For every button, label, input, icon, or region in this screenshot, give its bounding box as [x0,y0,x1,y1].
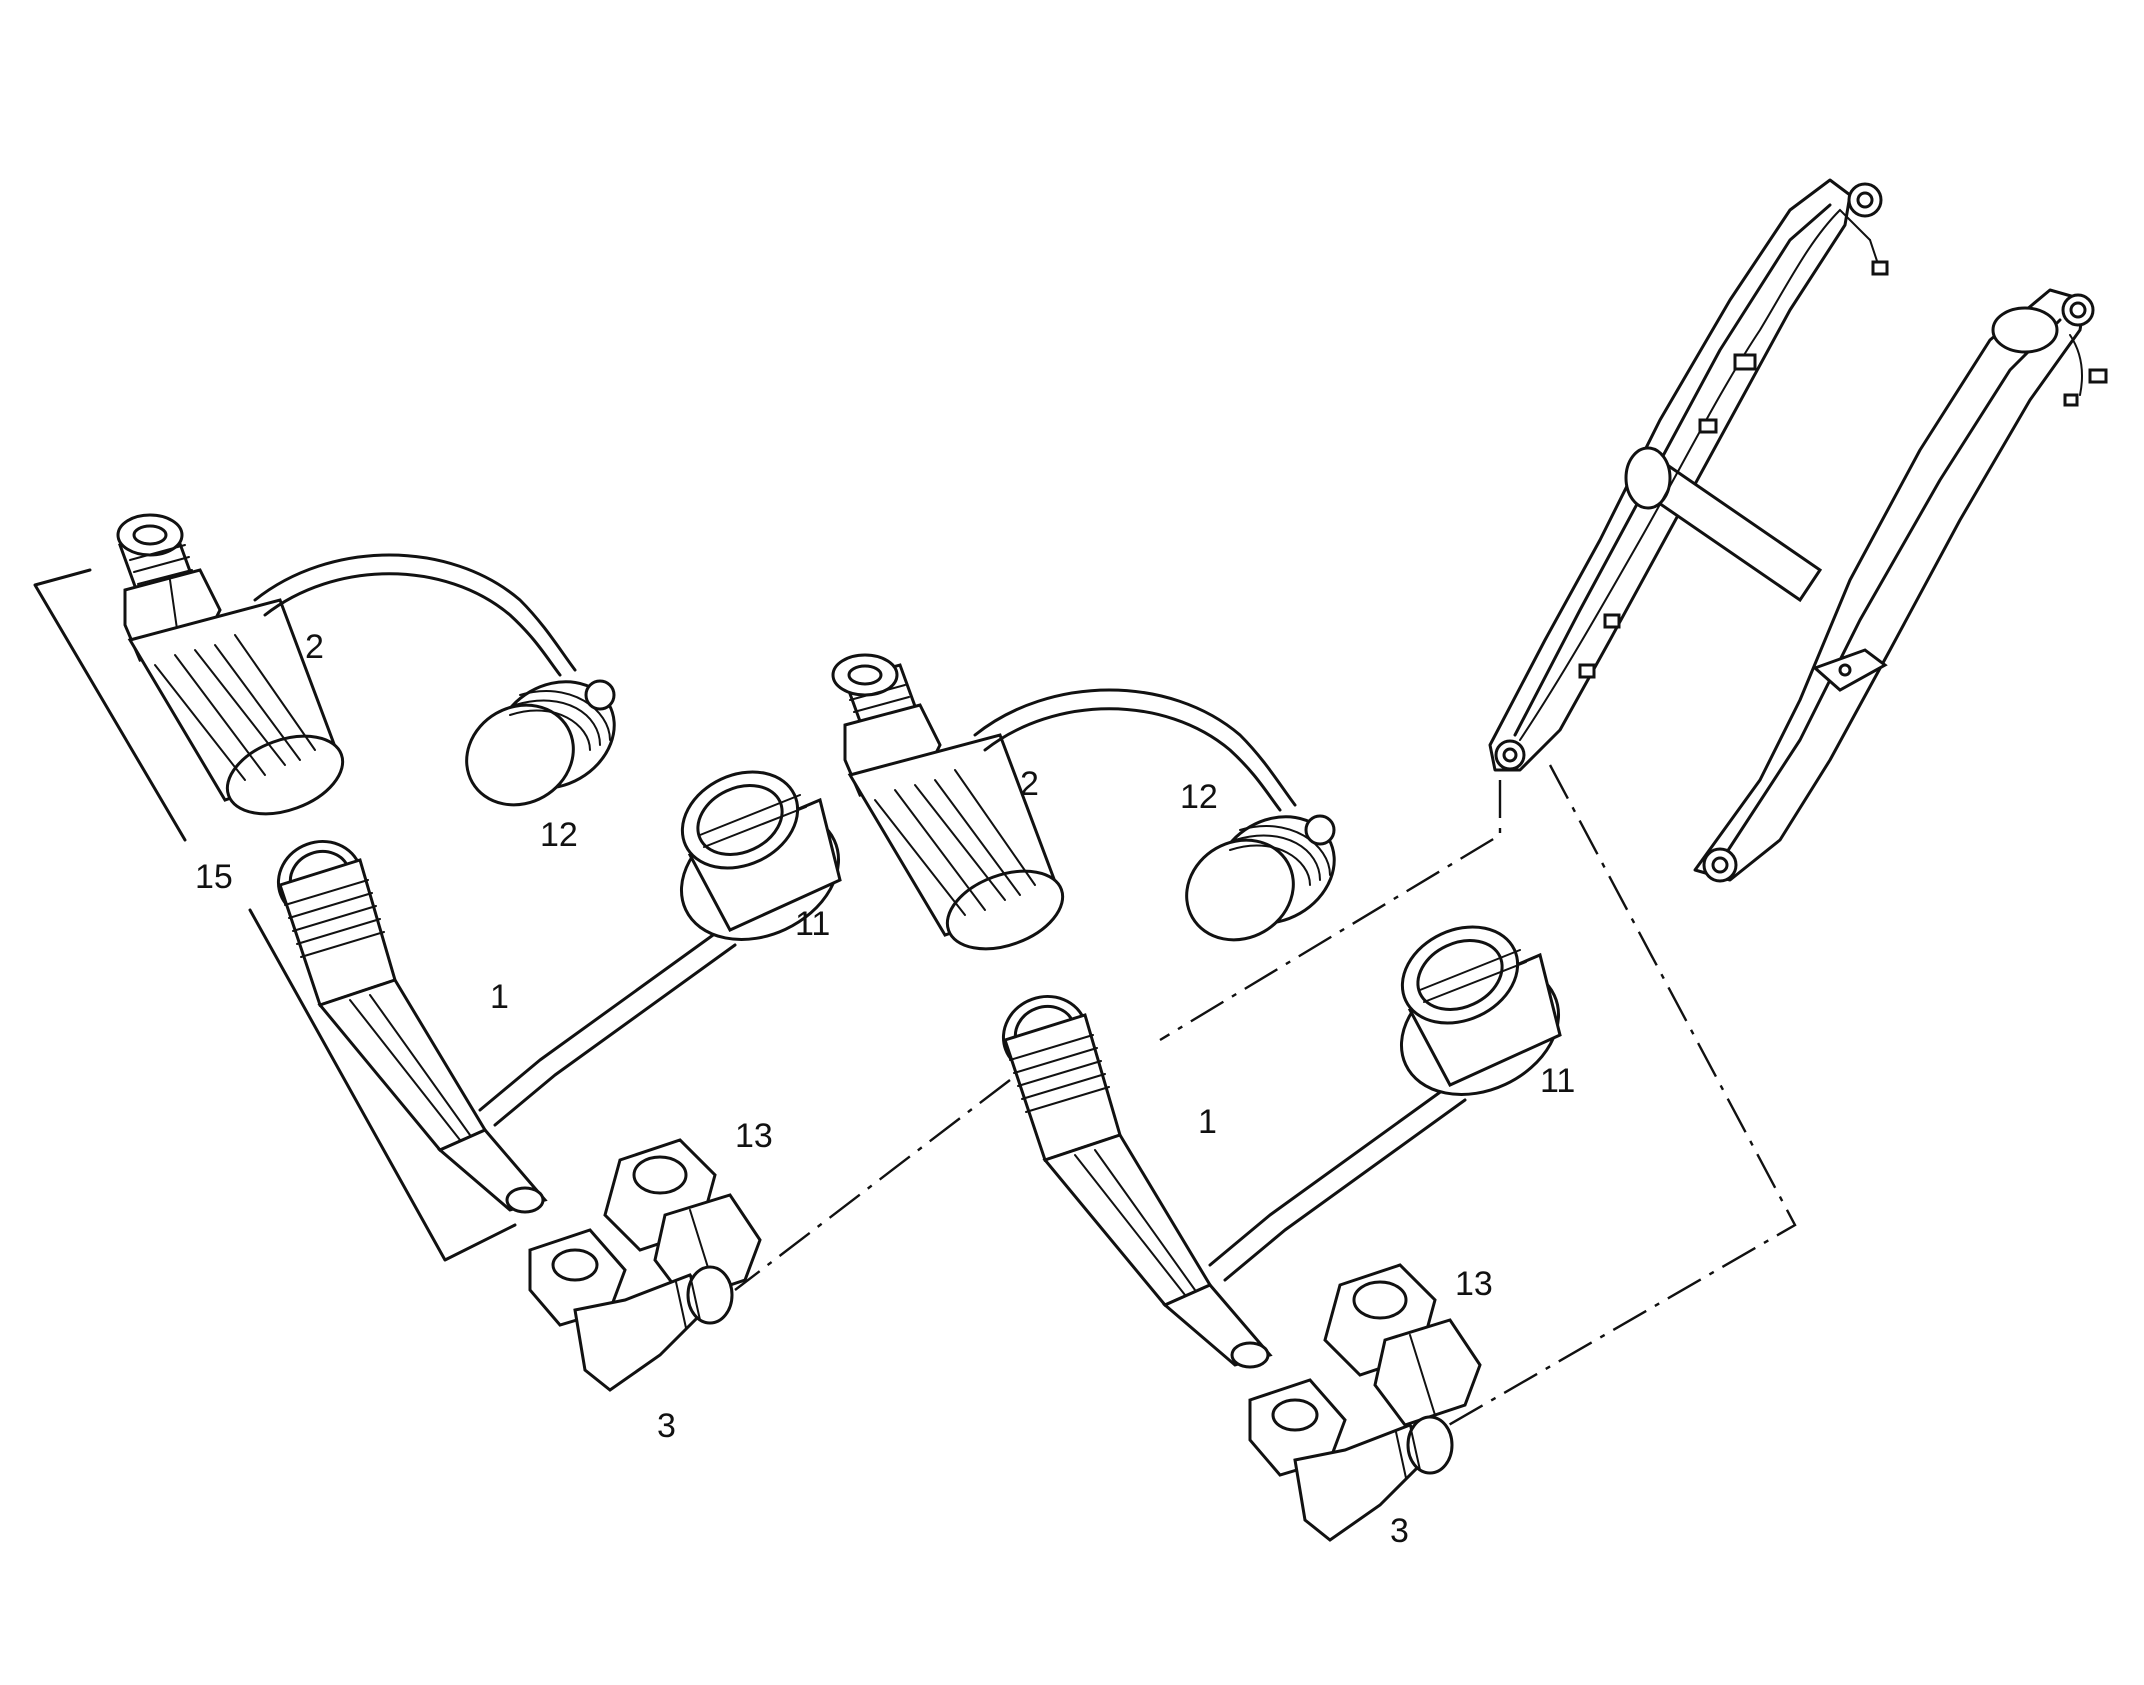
callout-left-3: 3 [657,1407,676,1445]
callout-left-13: 13 [735,1117,773,1155]
left-dust-cap-12 [465,679,616,807]
callout-right-12: 12 [1180,778,1218,816]
callout-right-1: 1 [1198,1103,1217,1141]
callout-left-11: 11 [795,905,830,943]
right-dust-cap-11 [1399,925,1562,1096]
leader-lines [734,764,1797,1432]
callout-left-2: 2 [305,628,324,666]
callout-labels: 2 12 15 1 11 13 3 2 12 1 11 13 3 [195,628,1575,1550]
callout-left-15: 15 [195,858,233,896]
left-elbow-3 [528,1228,734,1392]
callout-right-2: 2 [1020,765,1039,803]
left-coupler-nipple-1 [276,840,737,1214]
callout-left-1: 1 [490,978,509,1016]
callout-right-3: 3 [1390,1512,1409,1550]
loader-arm-frame [1488,178,2108,883]
right-elbow-3 [1248,1378,1454,1542]
right-nut-13 [1323,1263,1482,1427]
right-dust-cap-12 [1185,814,1336,942]
left-nut-13 [603,1138,762,1302]
callout-right-11: 11 [1540,1062,1575,1100]
callout-left-12: 12 [540,816,578,854]
kit-bracket-15 [33,568,517,1262]
left-quick-coupler-2 [116,513,577,816]
right-coupler-nipple-1 [1001,995,1467,1369]
callout-right-13: 13 [1455,1265,1493,1303]
right-quick-coupler-2 [831,653,1297,951]
left-dust-cap-11 [679,770,842,941]
